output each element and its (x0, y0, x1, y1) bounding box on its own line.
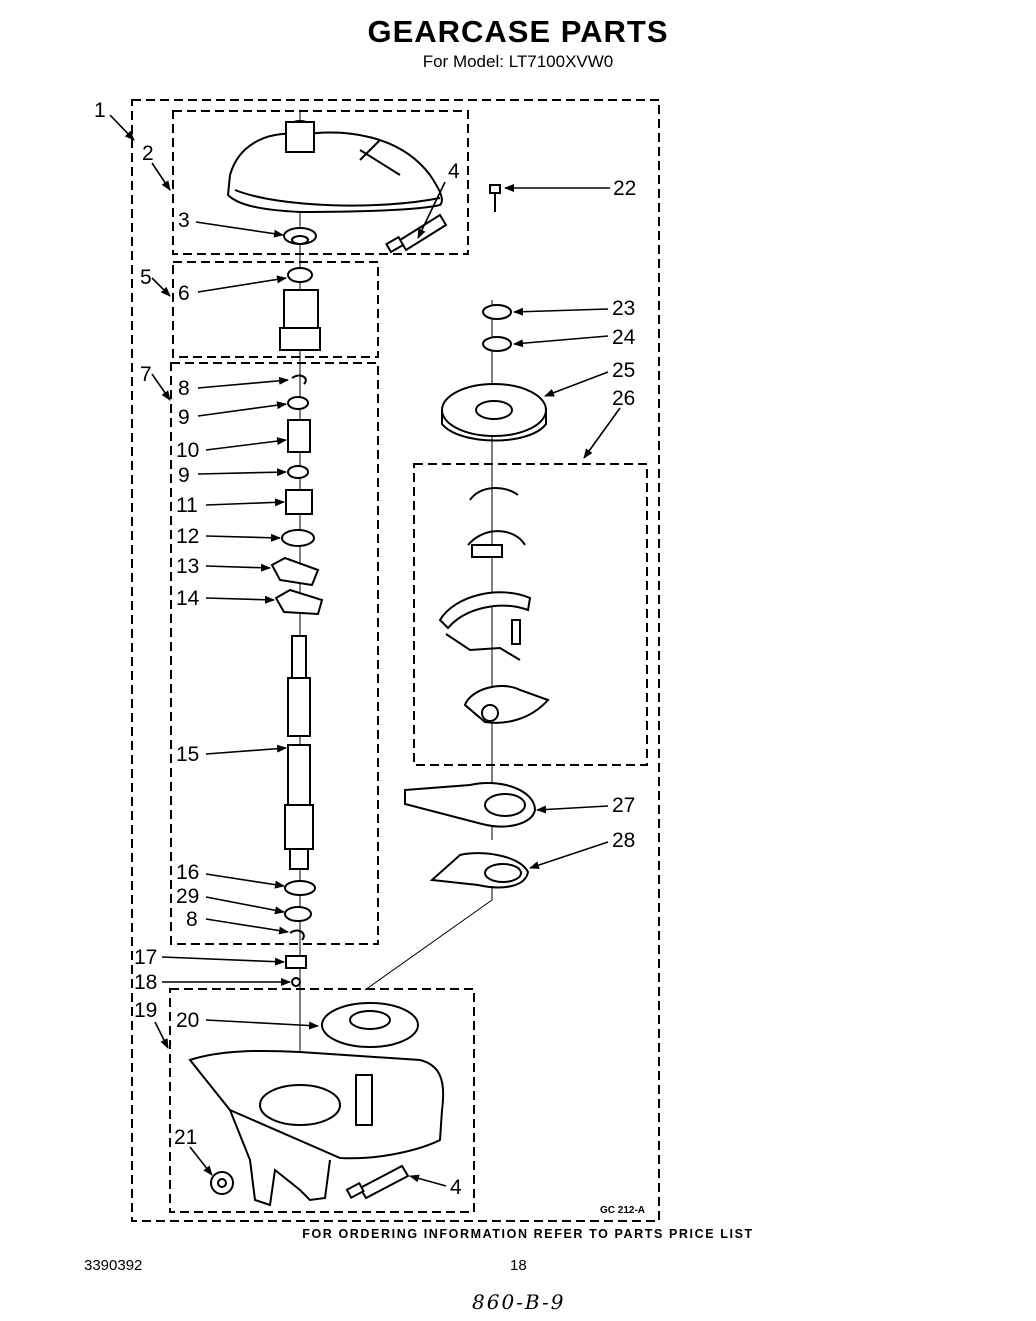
model-subtitle: For Model: LT7100XVW0 (422, 52, 614, 71)
diagram-code: GC 212-A (600, 1205, 646, 1216)
grease-tube-top (385, 213, 448, 254)
callout-20: 20 (176, 1009, 199, 1032)
callout-17: 17 (134, 946, 157, 969)
box-shift-assembly (413, 463, 648, 766)
box-case-assembly (169, 988, 475, 1213)
callout-8-bottom: 8 (186, 908, 198, 931)
callout-8-top: 8 (178, 377, 190, 400)
callout-26: 26 (612, 387, 635, 410)
box-shaft-assembly (170, 362, 379, 945)
callout-24: 24 (612, 326, 636, 349)
gearcase-cover (226, 120, 443, 214)
callout-10: 10 (176, 439, 199, 462)
callout-3: 3 (178, 209, 190, 232)
callout-19: 19 (134, 999, 157, 1022)
right-stack-parts (441, 304, 547, 442)
screw (489, 184, 501, 212)
leader-lines (109, 114, 621, 1187)
callout-4-bottom: 4 (450, 1176, 462, 1199)
callout-2: 2 (142, 142, 154, 165)
callout-6: 6 (178, 282, 190, 305)
callout-22: 22 (613, 177, 636, 200)
callout-7: 7 (140, 363, 152, 386)
lower-plates (404, 781, 537, 889)
shaft-stack-parts (270, 227, 324, 987)
assembly-boxes (131, 99, 660, 1222)
callout-27: 27 (612, 794, 635, 817)
callout-21: 21 (174, 1126, 197, 1149)
callout-4-top: 4 (448, 160, 460, 183)
callout-25: 25 (612, 359, 635, 382)
callout-1: 1 (94, 99, 106, 122)
callout-18: 18 (134, 971, 157, 994)
box-cover-assembly (172, 110, 469, 255)
callout-labels: 1 2 3 4 5 6 7 8 9 10 9 11 12 13 14 15 16… (94, 99, 636, 1199)
callout-15: 15 (176, 743, 199, 766)
callout-9-top: 9 (178, 406, 190, 429)
callout-9-bottom: 9 (178, 464, 190, 487)
box-pinion-assembly (172, 261, 379, 358)
handwritten-note: 860-B-9 (472, 1290, 566, 1314)
callout-16: 16 (176, 861, 199, 884)
grease-tube-bottom (345, 1164, 410, 1200)
document-number: 3390392 (84, 1257, 143, 1274)
callout-23: 23 (612, 297, 635, 320)
callout-13: 13 (176, 555, 199, 578)
ordering-note: FOR ORDERING INFORMATION REFER TO PARTS … (302, 1227, 754, 1241)
gearcase-body (188, 1002, 445, 1207)
callout-5: 5 (140, 266, 152, 289)
page-number: 18 (510, 1257, 527, 1274)
box-gearcase-assembly (131, 99, 660, 1222)
page-title: GEARCASE PARTS (367, 14, 669, 49)
callout-29: 29 (176, 885, 199, 908)
callout-12: 12 (176, 525, 199, 548)
callout-14: 14 (176, 587, 200, 610)
callout-11: 11 (176, 494, 198, 517)
callout-28: 28 (612, 829, 635, 852)
shift-assembly-parts (438, 487, 550, 724)
